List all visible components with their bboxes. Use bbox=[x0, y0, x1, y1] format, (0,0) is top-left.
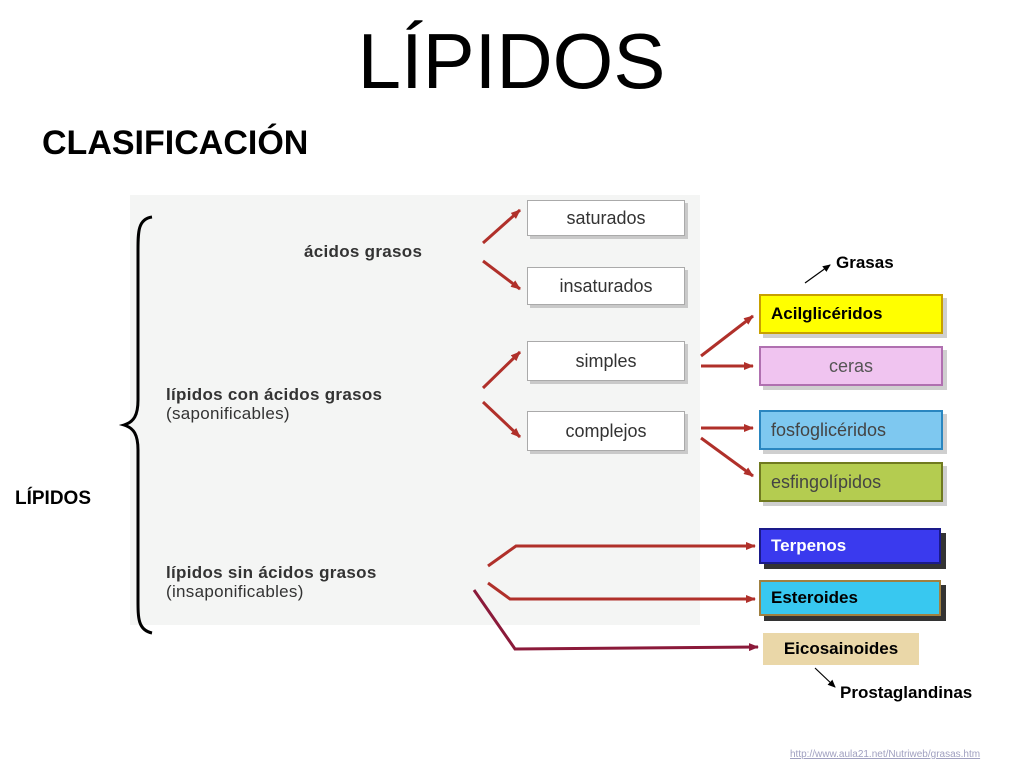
page-subtitle: CLASIFICACIÓN bbox=[42, 124, 309, 162]
arrow-eicosainoides bbox=[472, 589, 759, 652]
group-sin-acidos-grasos: lípidos sin ácidos grasos (insaponificab… bbox=[166, 563, 377, 601]
group-sin-acidos-grasos-title: lípidos sin ácidos grasos bbox=[166, 563, 377, 582]
group-con-acidos-grasos-sub: (saponificables) bbox=[166, 404, 290, 423]
class-fosfogliceridos: fosfoglicéridos bbox=[759, 410, 943, 450]
arrow-complejos bbox=[481, 400, 522, 439]
box-insaturados: insaturados bbox=[527, 267, 685, 305]
arrow-insaturados bbox=[482, 259, 521, 291]
box-simples: simples bbox=[527, 341, 685, 381]
annotation-grasas: Grasas bbox=[836, 253, 894, 272]
group-con-acidos-grasos-title: lípidos con ácidos grasos bbox=[166, 385, 383, 404]
box-saturados: saturados bbox=[527, 200, 685, 236]
class-terpenos: Terpenos bbox=[759, 528, 941, 564]
arrow-acilgliceridos bbox=[700, 314, 754, 358]
arrow-prostaglandinas bbox=[814, 667, 836, 688]
arrow-simples bbox=[481, 350, 522, 390]
class-esfingolipidos: esfingolípidos bbox=[759, 462, 943, 502]
group-sin-acidos-grasos-sub: (insaponificables) bbox=[166, 582, 304, 601]
arrow-esteroides bbox=[487, 581, 756, 603]
class-esteroides: Esteroides bbox=[759, 580, 941, 616]
group-acidos-grasos: ácidos grasos bbox=[304, 242, 423, 261]
arrow-grasas bbox=[804, 264, 831, 284]
box-complejos: complejos bbox=[527, 411, 685, 451]
source-link[interactable]: http://www.aula21.net/Nutriweb/grasas.ht… bbox=[790, 749, 981, 760]
page-title: LÍPIDOS bbox=[357, 17, 666, 105]
arrow-saturados bbox=[482, 208, 521, 245]
diagram-panel bbox=[130, 195, 700, 625]
left-brace bbox=[118, 215, 153, 635]
annotation-prostaglandinas: Prostaglandinas bbox=[840, 683, 973, 702]
arrow-esfingolipidos bbox=[700, 436, 754, 478]
root-label: LÍPIDOS bbox=[15, 488, 92, 509]
arrow-terpenos bbox=[487, 542, 756, 568]
class-eicosainoides: Eicosainoides bbox=[763, 633, 919, 665]
class-acilgliceridos: Acilglicéridos bbox=[759, 294, 943, 334]
group-con-acidos-grasos: lípidos con ácidos grasos (saponificable… bbox=[166, 385, 382, 423]
class-ceras: ceras bbox=[759, 346, 943, 386]
